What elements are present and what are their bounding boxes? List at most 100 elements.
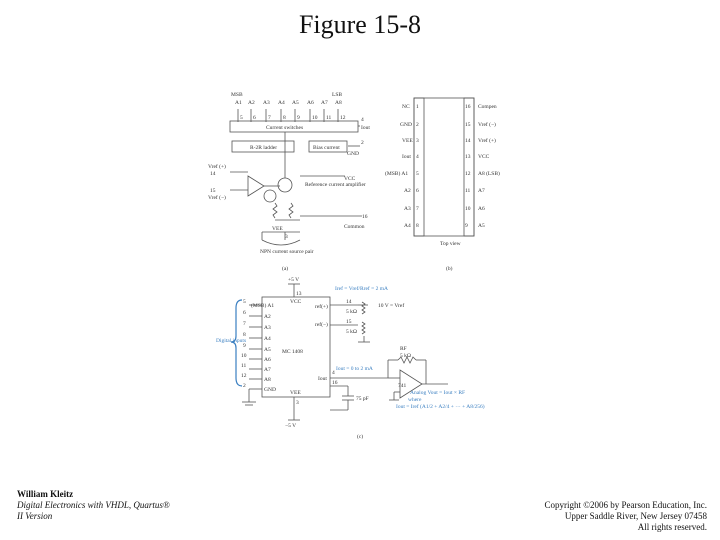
pin-num: 12	[241, 373, 247, 379]
digital-inputs-brace	[230, 299, 243, 387]
pin-name: A7	[264, 367, 271, 373]
iout-pin: 4	[332, 370, 335, 376]
iout-formula: Iout = Iref (A1/2 + A2/4 + ··· + A8/256)	[396, 403, 485, 410]
pin-name: (MSB) A1	[251, 302, 274, 309]
ref-neg-label: ref(−)	[315, 321, 328, 328]
supply-pos-label: +5 V	[288, 277, 299, 283]
pin-15-label: 15	[210, 188, 216, 194]
pin-num-left: 8	[416, 223, 419, 229]
pin-name-right: A6	[478, 206, 485, 212]
figure-title: Figure 15-8	[298, 10, 422, 39]
pin-name-left: NC	[402, 104, 410, 110]
bit-pin: 11	[326, 115, 332, 121]
diagram-a	[229, 109, 362, 246]
pin-name-left: VEE	[402, 138, 413, 144]
pin-num-left: 6	[416, 188, 419, 194]
footer-left: William Kleitz Digital Electronics with …	[17, 489, 170, 522]
pin-num-right: 11	[465, 188, 471, 194]
bit-label: A2	[248, 100, 255, 106]
gnd-label: GND	[347, 151, 359, 157]
copyright-line1: Copyright ©2006 by Pearson Education, In…	[544, 500, 707, 510]
copyright-line3: All rights reserved.	[637, 522, 707, 532]
pin-num-left: 1	[416, 104, 419, 110]
ref-pos-pin: 14	[346, 299, 352, 305]
vee-label: VEE	[272, 226, 283, 232]
bit-pin: 7	[268, 115, 271, 121]
bit-label: A4	[278, 100, 285, 106]
pin-name: GND	[264, 387, 276, 393]
pin-name-left: Iout	[402, 154, 411, 160]
lsb-label: LSB	[332, 92, 342, 98]
msb-label: MSB	[231, 92, 243, 98]
pin-16-label: 16	[362, 214, 368, 220]
reference-amp-label: Reference current amplifier	[305, 181, 366, 188]
bit-pin: 8	[283, 115, 286, 121]
footer-right: Copyright ©2006 by Pearson Education, In…	[544, 500, 707, 533]
pin-name-right: A7	[478, 188, 485, 194]
diagram-b	[413, 97, 475, 237]
pin-name-right: VCC	[478, 154, 490, 160]
bit-pin: 9	[297, 115, 300, 121]
pin-num-right: 10	[465, 206, 471, 212]
comp-pin: 16	[332, 380, 338, 386]
pin-name-left: A2	[404, 188, 411, 194]
pin-num: 6	[243, 310, 246, 316]
r2-label: 5 kΩ	[346, 329, 357, 335]
rf-label: RF	[400, 346, 407, 352]
bit-label: A3	[263, 100, 270, 106]
pin-num-right: 9	[465, 223, 468, 229]
pin-num: 2	[243, 383, 246, 389]
vcc-chip-label: VCC	[290, 299, 302, 305]
pin-name: A2	[264, 314, 271, 320]
common-label: Common	[344, 224, 365, 230]
pin-num: 8	[243, 332, 246, 338]
pin-name: A4	[264, 336, 271, 342]
pin-name-right: A8 (LSB)	[478, 170, 500, 177]
iout-label: Iout	[361, 125, 370, 131]
pin-3-label: 3	[285, 234, 288, 240]
rf-value: 5 kΩ	[400, 353, 411, 359]
digital-inputs-label: Digital inputs	[216, 338, 246, 344]
current-switches-label: Current switches	[266, 125, 303, 131]
iout-range: Iout = 0 to 2 mA	[336, 366, 373, 372]
caption-c: (c)	[357, 433, 363, 440]
bit-pin: 5	[240, 115, 243, 121]
caption-a: (a)	[282, 265, 288, 272]
caption-b: (b)	[446, 265, 453, 272]
vcc-label: VCC	[344, 176, 356, 182]
analog-out: Analog Vout = Iout × RF	[410, 390, 465, 396]
bias-current-label: Bias current	[313, 145, 340, 151]
vref-label: 10 V = Vref	[378, 302, 404, 309]
iref-equation: Iref = Vref/Rref = 2 mA	[335, 285, 388, 292]
pin-name: A5	[264, 347, 271, 353]
diagram-c	[242, 283, 448, 421]
pin-name-right: Vref (−)	[478, 121, 496, 128]
vcc-pin-label: 13	[296, 291, 302, 297]
r2r-ladder-label: R-2R ladder	[250, 145, 277, 151]
pin-name-right: Compen	[478, 104, 497, 110]
pin-4-label: 4	[361, 117, 364, 123]
pin-num: 10	[241, 353, 247, 359]
pin-num-right: 12	[465, 171, 471, 177]
iout-chip-label: Iout	[318, 376, 327, 382]
copyright-line2: Upper Saddle River, New Jersey 07458	[564, 511, 707, 521]
cap-label: 75 pF	[356, 396, 369, 402]
pin-num-right: 13	[465, 154, 471, 160]
author-name: William Kleitz	[17, 489, 74, 499]
book-title-line1: Digital Electronics with VHDL, Quartus®	[17, 500, 170, 510]
book-title-line2: II Version	[17, 511, 53, 521]
where-label: where	[408, 397, 422, 403]
pin-num-right: 15	[465, 122, 471, 128]
pin-name-right: A5	[478, 223, 485, 229]
npn-source-label: NPN current source pair	[260, 249, 314, 255]
pin-num-left: 4	[416, 154, 419, 160]
pin-num-left: 2	[416, 122, 419, 128]
ref-neg-pin: 15	[346, 319, 352, 325]
chip-label: MC 1408	[282, 349, 303, 355]
pin-name-right: Vref (+)	[478, 137, 496, 144]
pin-name-left: A4	[404, 223, 411, 229]
pin-num-left: 3	[416, 138, 419, 144]
bit-label: A6	[307, 100, 314, 106]
pin-2-label: 2	[361, 140, 364, 146]
